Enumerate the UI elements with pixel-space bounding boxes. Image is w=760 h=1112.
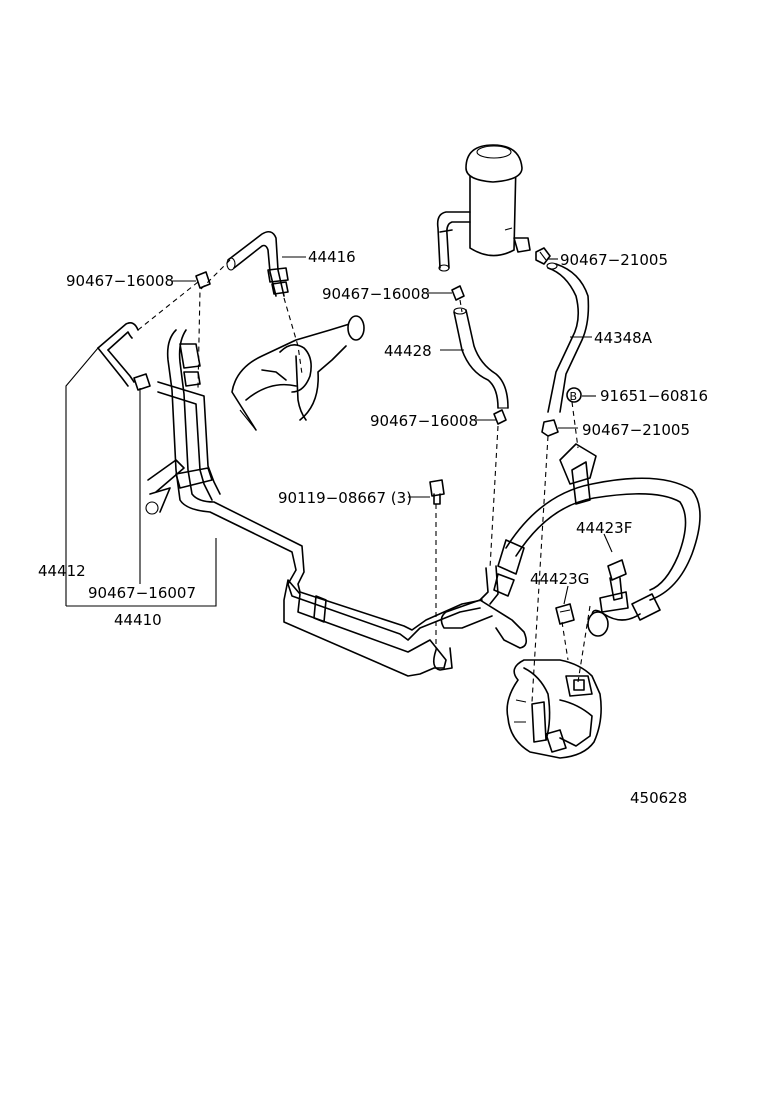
- hose-44412: [97, 322, 139, 387]
- return-pipe-to-pump: [440, 565, 528, 649]
- label-90467-21005-upper: 90467−21005: [560, 251, 668, 269]
- label-44348A: 44348A: [594, 329, 653, 347]
- pressure-pipe-assembly-44410: [145, 329, 483, 677]
- label-leader-lines: [65, 256, 613, 607]
- clamp-90467-21005-upper: [535, 247, 551, 265]
- label-91651-60816: 91651−60816: [600, 387, 708, 405]
- clamp-90467-16008-left: [195, 271, 211, 289]
- bolt-marker-letter: B: [570, 390, 578, 403]
- pressure-hose-loop: [493, 477, 701, 637]
- label-90467-16008-left: 90467−16008: [66, 272, 174, 290]
- label-90119-08667: 90119−08667 (3): [278, 489, 412, 507]
- hose-44428: [453, 307, 509, 409]
- hose-bracket: [559, 443, 597, 505]
- clamp-90467-16008-lower: [493, 409, 507, 425]
- label-90467-16008-lower: 90467−16008: [370, 412, 478, 430]
- label-44416: 44416: [308, 248, 356, 266]
- label-44423F: 44423F: [576, 519, 632, 537]
- label-44428: 44428: [384, 342, 432, 360]
- pipe-44416: [226, 230, 289, 297]
- nut-44423G: [555, 603, 575, 625]
- label-44412: 44412: [38, 562, 86, 580]
- diagram-id: 450628: [630, 789, 687, 807]
- clamp-90467-16007: [133, 373, 151, 391]
- bolt-marker: B: [566, 387, 582, 403]
- power-steering-pump: [506, 659, 602, 759]
- clamp-90467-16008-mid: [451, 285, 465, 301]
- label-90467-21005-lower: 90467−21005: [582, 421, 690, 439]
- label-44410: 44410: [114, 611, 162, 629]
- label-90467-16008-mid: 90467−16008: [322, 285, 430, 303]
- assembly-guide-lines: [137, 259, 591, 703]
- clamp-90467-21005-lower: [541, 419, 559, 437]
- bolt-90119-08667: [429, 479, 445, 505]
- label-90467-16007: 90467−16007: [88, 584, 196, 602]
- reservoir-tank: [436, 144, 531, 272]
- steering-gear-housing: [231, 315, 365, 431]
- fitting-44423F: [599, 559, 629, 613]
- label-44423G: 44423G: [530, 570, 589, 588]
